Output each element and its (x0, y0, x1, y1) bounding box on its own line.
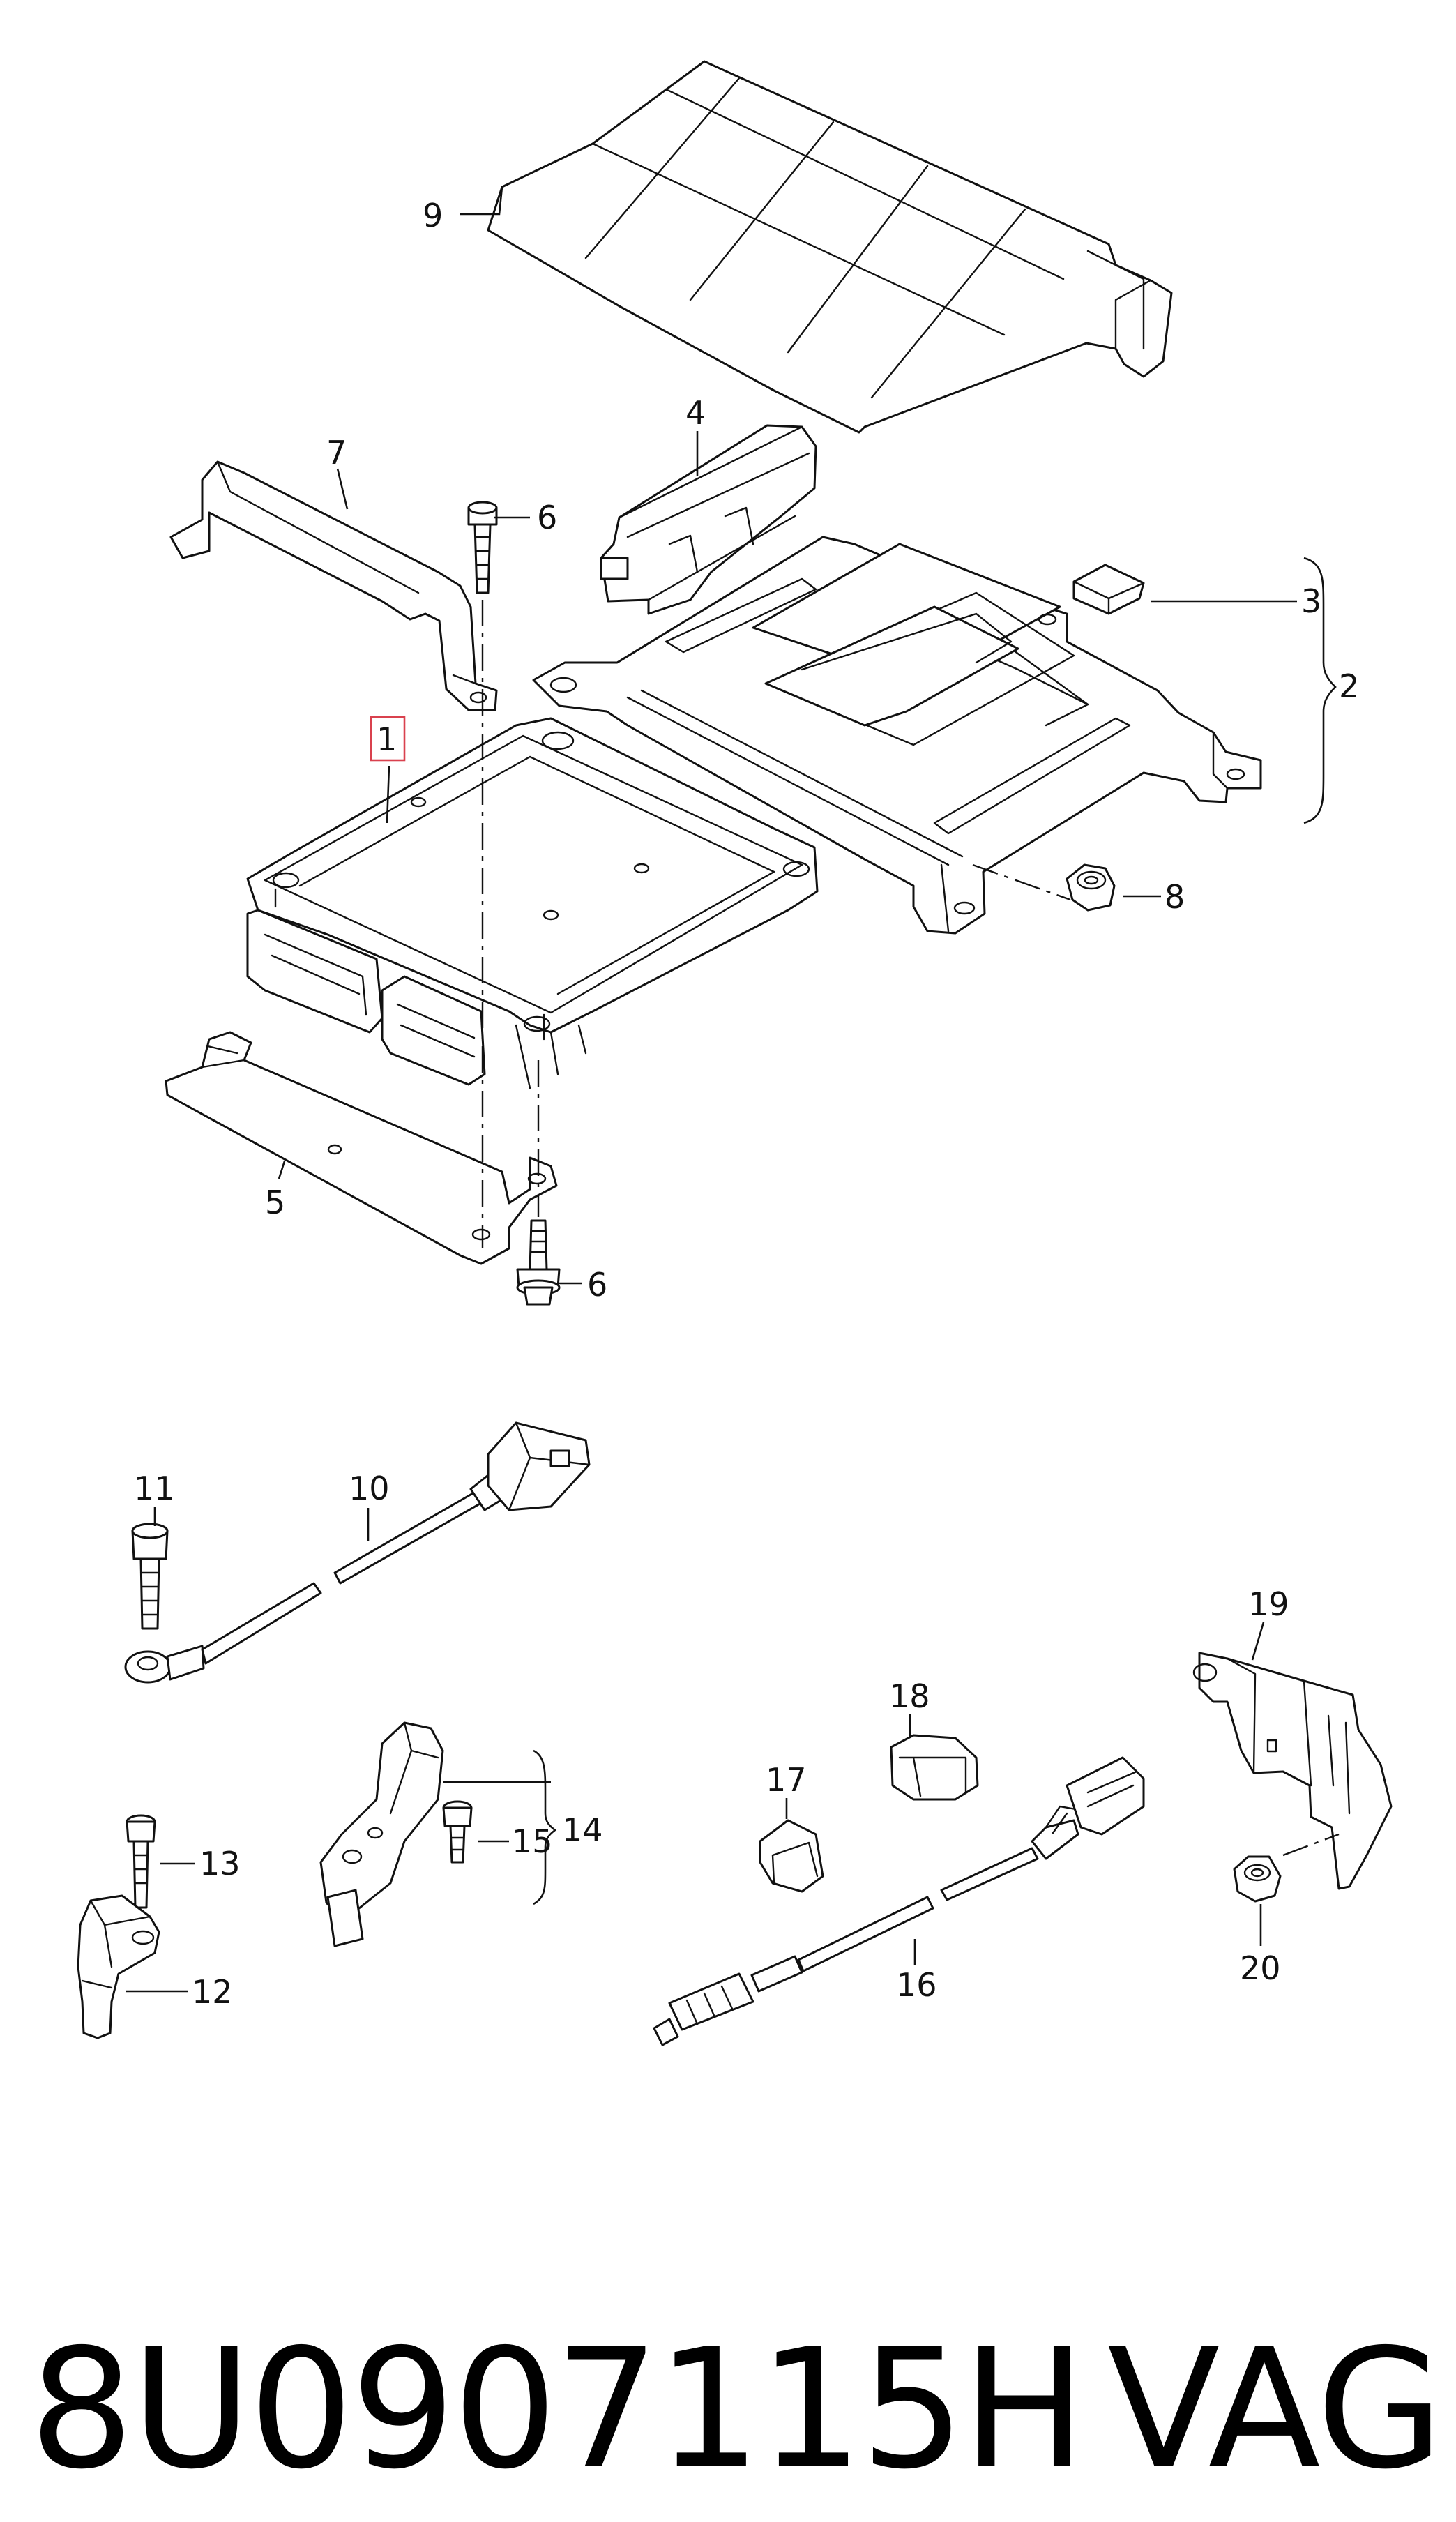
lambda-probe (653, 1756, 1145, 2046)
sensor-bracket (1192, 1652, 1393, 1890)
mounting-plate (532, 536, 1262, 935)
engine-cover (487, 60, 1173, 434)
callout-5: 5 (265, 1184, 285, 1221)
callout-11: 11 (134, 1470, 175, 1507)
engine-control-unit (246, 717, 819, 1089)
callout-4: 4 (685, 394, 706, 432)
callout-18: 18 (889, 1677, 930, 1715)
bolt-lower (516, 1219, 561, 1306)
bolt-upper (467, 501, 498, 594)
callout-19: 19 (1248, 1585, 1289, 1623)
knock-sensor (124, 1421, 591, 1684)
alignment-line-4 (1282, 1833, 1340, 1857)
callout-6a: 6 (537, 499, 557, 536)
brand-name: VAG (1107, 2313, 1444, 2505)
footer: 8U0907115H VAG (0, 2313, 1456, 2505)
callout-2: 2 (1339, 667, 1359, 705)
upper-bracket (169, 460, 498, 711)
screw-camshaft-sensor (442, 1800, 473, 1864)
callout-13: 13 (199, 1845, 241, 1882)
speed-sensor (77, 1894, 160, 2039)
screw-knock-sensor (131, 1523, 169, 1630)
clip-small (759, 1819, 824, 1893)
callout-10: 10 (349, 1470, 390, 1507)
adhesive-pad (1072, 564, 1145, 615)
relay-holder (600, 424, 817, 615)
callout-8: 8 (1165, 878, 1185, 916)
callout-17: 17 (766, 1761, 807, 1799)
holder-bracket (890, 1734, 979, 1801)
nut-bracket (1233, 1855, 1282, 1903)
callout-9: 9 (423, 197, 443, 234)
callout-6b: 6 (587, 1266, 607, 1304)
callout-15: 15 (512, 1822, 553, 1860)
callout-3: 3 (1301, 582, 1321, 620)
callout-16: 16 (896, 1966, 937, 2004)
callout-leaders (126, 186, 1337, 1993)
nut (1066, 863, 1116, 912)
callout-20: 20 (1240, 1949, 1281, 1987)
callout-14: 14 (562, 1811, 603, 1849)
callout-12: 12 (192, 1973, 233, 2011)
alignment-line-3 (972, 863, 1071, 901)
part-number: 8U0907115H (29, 2313, 1086, 2505)
camshaft-sensor (319, 1721, 444, 1947)
screw-speed-sensor (126, 1814, 156, 1909)
callout-1: 1 (377, 720, 397, 758)
lower-bracket (165, 1031, 558, 1265)
callout-7: 7 (326, 434, 347, 471)
callout-highlight-box (370, 716, 406, 762)
